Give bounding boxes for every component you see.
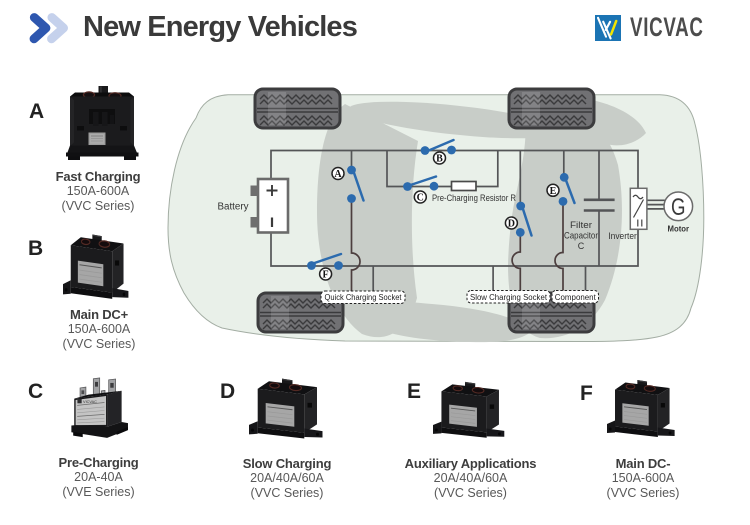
svg-text:Component: Component (555, 293, 597, 302)
svg-text:A: A (334, 169, 342, 180)
svg-text:F: F (323, 270, 329, 281)
svg-text:VICVAC: VICVAC (83, 400, 97, 404)
svg-text:Quick Charging Socket: Quick Charging Socket (325, 293, 403, 302)
svg-text:E: E (550, 186, 557, 197)
svg-text:Inverter: Inverter (608, 231, 637, 242)
svg-text:B: B (436, 154, 443, 165)
svg-text:D: D (508, 219, 515, 230)
svg-text:G: G (671, 194, 686, 221)
svg-text:Filter: Filter (570, 220, 592, 230)
svg-text:Battery: Battery (218, 202, 249, 213)
svg-text:C: C (578, 241, 585, 251)
svg-text:Capacitor: Capacitor (564, 231, 598, 241)
svg-text:Motor: Motor (668, 225, 690, 234)
svg-text:C: C (417, 193, 424, 204)
svg-text:Pre-Charging Resistor R: Pre-Charging Resistor R (432, 193, 516, 204)
svg-text:Slow Charging Socket: Slow Charging Socket (470, 293, 548, 302)
